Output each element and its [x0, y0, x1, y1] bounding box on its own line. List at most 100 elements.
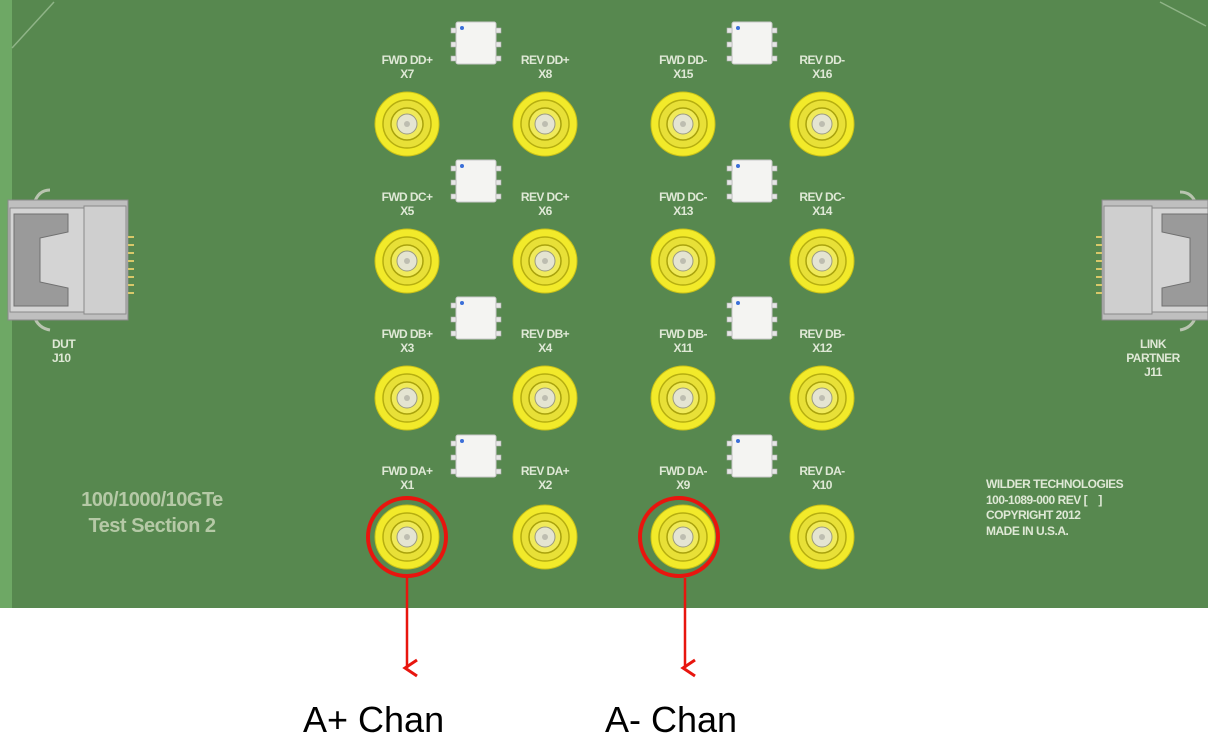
sma-connector-x2 — [512, 504, 578, 570]
connector-ref-x13: X13 — [673, 204, 693, 218]
connector-ref-x9: X9 — [676, 478, 690, 492]
connector-ref-x3: X3 — [400, 341, 414, 355]
connector-ref-x4: X4 — [538, 341, 552, 355]
connector-label-x9: FWD DA-X9 — [628, 464, 738, 492]
section-title-line-1: 100/1000/10GTe — [81, 489, 223, 511]
connector-name-x3: FWD DB+ — [381, 327, 433, 341]
callout-a-minus — [638, 496, 720, 678]
manufacturer-block: WILDER TECHNOLOGIES 100-1089-000 REV [ ]… — [986, 477, 1124, 539]
pcb-board — [10, 0, 1208, 608]
maker-line-1: WILDER TECHNOLOGIES — [986, 477, 1124, 491]
connector-label-x2: REV DA+X2 — [490, 464, 600, 492]
connector-label-x4: REV DB+X4 — [490, 327, 600, 355]
pcb-corner-line-right — [1159, 1, 1207, 27]
relay-dd-2 — [726, 21, 778, 65]
connector-label-x14: REV DC-X14 — [767, 190, 877, 218]
link-port-line-1: LINK — [1140, 337, 1167, 351]
sma-connector-x14 — [789, 228, 855, 294]
connector-name-x5: FWD DC+ — [381, 190, 433, 204]
dut-port-line-1: DUT — [52, 337, 76, 351]
relay-da-2 — [726, 434, 778, 478]
relay-dd-1 — [450, 21, 502, 65]
section-title: 100/1000/10GTe Test Section 2 — [52, 487, 252, 539]
relay-da-1 — [450, 434, 502, 478]
callout-label-a-plus: A+ Chan — [303, 699, 445, 740]
sma-connector-x5 — [374, 228, 440, 294]
connector-ref-x8: X8 — [538, 67, 552, 81]
connector-ref-x2: X2 — [538, 478, 552, 492]
link-port-label: LINK PARTNER J11 — [1118, 337, 1188, 379]
relay-dc-1 — [450, 159, 502, 203]
sma-connector-x3 — [374, 365, 440, 431]
dut-port-label: DUT J10 — [52, 337, 76, 365]
connector-label-x13: FWD DC-X13 — [628, 190, 738, 218]
connector-label-x16: REV DD-X16 — [767, 53, 877, 81]
connector-ref-x16: X16 — [812, 67, 832, 81]
connector-ref-x6: X6 — [538, 204, 552, 218]
connector-label-x8: REV DD+X8 — [490, 53, 600, 81]
maker-line-2: 100-1089-000 REV [ ] — [986, 492, 1102, 507]
connector-name-x14: REV DC- — [799, 190, 845, 204]
connector-name-x4: REV DB+ — [520, 327, 570, 341]
sma-connector-x1 — [374, 504, 440, 570]
connector-ref-x7: X7 — [400, 67, 414, 81]
connector-name-x10: REV DA- — [799, 464, 845, 478]
relay-dc-2 — [726, 159, 778, 203]
sma-connector-x15 — [650, 91, 716, 157]
connector-ref-x15: X15 — [673, 67, 693, 81]
connector-ref-x10: X10 — [812, 478, 832, 492]
connector-name-x1: FWD DA+ — [381, 464, 433, 478]
connector-ref-x1: X1 — [400, 478, 414, 492]
connector-name-x8: REV DD+ — [520, 53, 570, 67]
maker-line-3: COPYRIGHT 2012 — [986, 508, 1081, 522]
connector-name-x16: REV DD- — [799, 53, 845, 67]
sma-connector-x10 — [789, 504, 855, 570]
connector-label-x3: FWD DB+X3 — [352, 327, 462, 355]
connector-name-x7: FWD DD+ — [381, 53, 433, 67]
connector-ref-x5: X5 — [400, 204, 414, 218]
connector-label-x12: REV DB-X12 — [767, 327, 877, 355]
callout-circle-a-minus — [638, 496, 720, 578]
section-title-line-2: Test Section 2 — [88, 515, 216, 537]
connector-label-x7: FWD DD+X7 — [352, 53, 462, 81]
connector-name-x6: REV DC+ — [520, 190, 570, 204]
link-port-line-2: PARTNER — [1126, 351, 1180, 365]
sma-connector-x9 — [650, 504, 716, 570]
relay-db-1 — [450, 296, 502, 340]
connector-name-x15: FWD DD- — [659, 53, 707, 67]
sma-connector-x13 — [650, 228, 716, 294]
dut-rj45-connector — [7, 188, 134, 332]
callout-a-plus — [366, 496, 448, 678]
link-port-line-3: J11 — [1144, 365, 1162, 379]
connector-name-x11: FWD DB- — [659, 327, 707, 341]
connector-label-x1: FWD DA+X1 — [352, 464, 462, 492]
relay-db-2 — [726, 296, 778, 340]
callout-label-a-minus: A- Chan — [605, 699, 738, 740]
maker-line-4: MADE IN U.S.A. — [986, 523, 1069, 538]
sma-connector-x6 — [512, 228, 578, 294]
connector-name-x9: FWD DA- — [659, 464, 707, 478]
pcb-left-edge — [0, 0, 12, 608]
connector-ref-x11: X11 — [673, 341, 693, 355]
sma-connector-x8 — [512, 91, 578, 157]
dut-port-line-2: J10 — [52, 351, 71, 365]
connector-label-x15: FWD DD-X15 — [628, 53, 738, 81]
callout-circle-a-plus — [366, 496, 448, 578]
connector-label-x6: REV DC+X6 — [490, 190, 600, 218]
sma-connector-x4 — [512, 365, 578, 431]
connector-ref-x12: X12 — [812, 341, 832, 355]
connector-label-x5: FWD DC+X5 — [352, 190, 462, 218]
connector-name-x13: FWD DC- — [659, 190, 707, 204]
sma-connector-x12 — [789, 365, 855, 431]
link-partner-rj45-connector — [1096, 190, 1208, 332]
sma-connector-x11 — [650, 365, 716, 431]
sma-connector-x16 — [789, 91, 855, 157]
connector-ref-x14: X14 — [812, 204, 832, 218]
connector-name-x12: REV DB- — [799, 327, 845, 341]
sma-connector-x7 — [374, 91, 440, 157]
connector-label-x11: FWD DB-X11 — [628, 327, 738, 355]
pcb-corner-line-left — [11, 1, 55, 49]
connector-label-x10: REV DA-X10 — [767, 464, 877, 492]
connector-name-x2: REV DA+ — [520, 464, 570, 478]
